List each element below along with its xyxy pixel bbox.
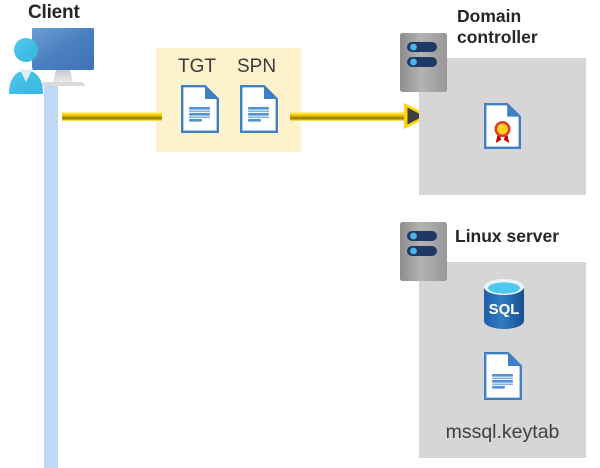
keytab-filename-label: mssql.keytab [445, 421, 560, 443]
domain-controller-label: Domain controller [457, 6, 538, 47]
client-label: Client [28, 2, 80, 23]
keytab-document-icon [484, 352, 522, 400]
message-line-left [62, 112, 162, 121]
domain-controller-server-icon [400, 33, 447, 92]
spn-label: SPN [237, 56, 277, 77]
message-line-right [290, 112, 412, 121]
sql-database-icon: SQL [482, 278, 526, 330]
sql-database-text: SQL [489, 301, 520, 318]
tgt-document-icon [181, 85, 219, 133]
tgt-label: TGT [178, 56, 216, 77]
spn-document-icon [240, 85, 278, 133]
linux-server-label: Linux server [455, 226, 560, 246]
certificate-document-icon [484, 103, 521, 149]
client-computer-icon [6, 26, 100, 94]
client-lifeline [44, 84, 58, 468]
arrow-right-icon [404, 102, 430, 130]
linux-server-server-icon [400, 222, 447, 281]
